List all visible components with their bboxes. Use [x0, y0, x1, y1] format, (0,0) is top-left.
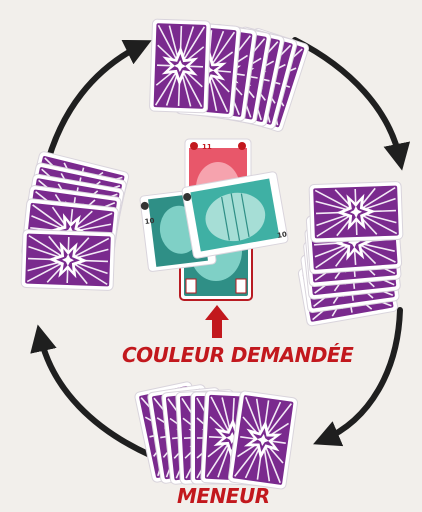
left-card-index: 10: [144, 217, 155, 226]
top-player-hand: [149, 19, 309, 133]
requested-suit-arrow: [205, 305, 229, 338]
right-card-index: 10: [277, 230, 288, 240]
arrow-top-to-right: [295, 40, 400, 160]
leader-label: MENEUR: [177, 484, 270, 508]
requested-suit-label: COULEUR DEMANDÉE: [122, 343, 353, 367]
top-card-index: 11: [202, 143, 212, 151]
played-trick: 11 10 10: [140, 139, 289, 300]
left-player-hand: [21, 151, 130, 291]
arrow-right-to-bottom: [323, 310, 400, 440]
leader-hand: [134, 381, 298, 490]
right-player-hand: [298, 181, 403, 326]
arrow-left-to-top: [45, 45, 142, 172]
